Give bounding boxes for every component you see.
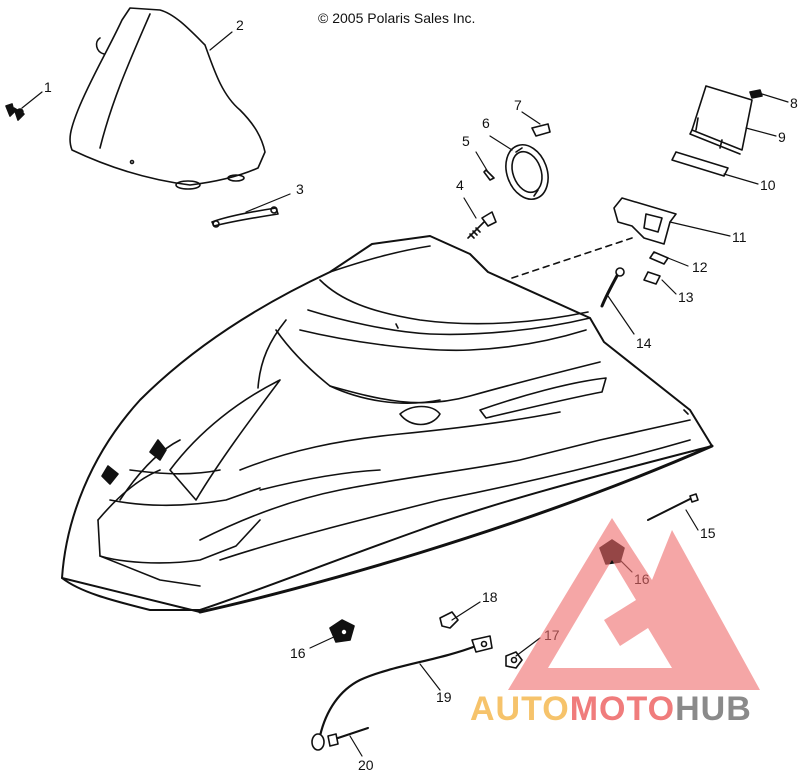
callout-9: 9 <box>778 129 786 145</box>
screw-part-5 <box>483 169 495 181</box>
nut-part-13 <box>643 271 661 285</box>
callout-2: 2 <box>236 17 244 33</box>
callout-20: 20 <box>358 757 374 772</box>
bumper-part-18 <box>439 611 459 629</box>
strap-part-3 <box>211 206 279 228</box>
tether-cable-part-19 <box>311 635 493 751</box>
watermark-logo-text: AUTOMOTOHUB <box>470 690 752 729</box>
callout-19: 19 <box>436 689 452 705</box>
leader-lines <box>21 31 789 757</box>
assembly-guide-line <box>511 237 633 279</box>
watermark-triangle-logo <box>508 518 760 690</box>
pin-part-7 <box>531 123 551 137</box>
bolt-part-4 <box>467 211 497 239</box>
callout-1: 1 <box>44 79 52 95</box>
latch-part-16-left <box>329 619 355 643</box>
screw-part-1 <box>5 103 25 121</box>
nut-part-17 <box>505 651 523 669</box>
gauge-housing-part-9 <box>689 85 753 155</box>
callout-4: 4 <box>456 177 464 193</box>
callout-8: 8 <box>790 95 798 111</box>
screw-part-20 <box>327 727 369 747</box>
callout-numbers: 1 2 3 4 5 6 7 8 9 10 11 12 13 14 15 16 1… <box>44 17 798 772</box>
windshield-part <box>69 7 266 190</box>
callout-11: 11 <box>732 229 747 245</box>
callout-15: 15 <box>700 525 716 541</box>
callout-5: 5 <box>462 133 470 149</box>
callout-16-left: 16 <box>290 645 306 661</box>
callout-13: 13 <box>678 289 694 305</box>
callout-12: 12 <box>692 259 708 275</box>
watermark-part-auto: AUTO <box>470 690 570 728</box>
copyright-notice: © 2005 Polaris Sales Inc. <box>318 10 476 26</box>
gauge-ring-part-6 <box>505 144 549 200</box>
lens-part-10 <box>671 151 729 177</box>
callout-7: 7 <box>514 97 522 113</box>
rod-part-15 <box>647 493 699 521</box>
clip-part-12 <box>649 251 669 265</box>
hood-body <box>61 235 714 614</box>
callout-14: 14 <box>636 335 652 351</box>
callout-10: 10 <box>760 177 776 193</box>
callout-18: 18 <box>482 589 498 605</box>
callout-3: 3 <box>296 181 304 197</box>
screw-part-8 <box>749 89 763 99</box>
bracket-part-11 <box>613 197 677 245</box>
watermark-part-hub: HUB <box>675 690 752 728</box>
callout-6: 6 <box>482 115 490 131</box>
wire-part-14 <box>600 267 625 308</box>
watermark-part-moto: MOTO <box>569 690 676 728</box>
watermark-triangle-shape <box>508 518 760 690</box>
